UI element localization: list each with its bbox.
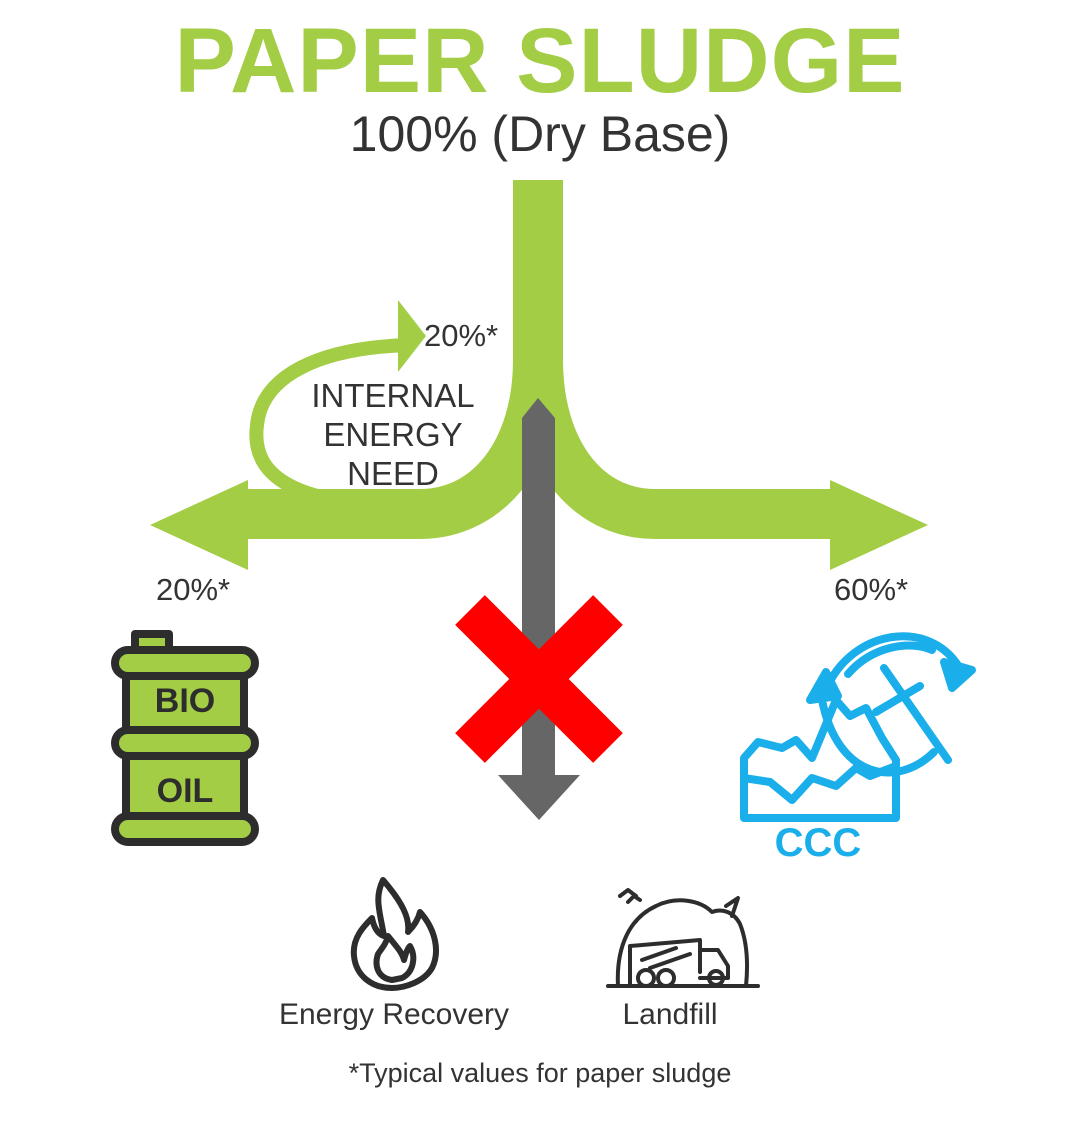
page-subtitle: 100% (Dry Base) (349, 106, 731, 162)
ccc-mining-icon (740, 632, 976, 822)
landfill-truck-icon (606, 888, 760, 988)
cross-icon (455, 595, 623, 763)
ccc-label: CCC (775, 821, 862, 865)
internal-energy-percent: 20%* (424, 318, 499, 353)
right-arrow-head (830, 480, 928, 570)
energy-recovery-label: Energy Recovery (278, 998, 510, 1031)
oil-label: OIL (157, 772, 214, 810)
bio-oil-percent: 20%* (156, 572, 231, 607)
landfill-label: Landfill (622, 998, 718, 1031)
bio-oil-barrel-icon: BIO OIL (111, 630, 259, 846)
footnote: *Typical values for paper sludge (348, 1058, 732, 1088)
ccc-percent: 60%* (834, 572, 909, 607)
flame-icon (350, 877, 439, 991)
page-title: PAPER SLUDGE (174, 10, 906, 112)
left-arrow-head (150, 480, 248, 570)
green-flow-arrows (240, 180, 838, 539)
bio-label: BIO (155, 682, 215, 720)
internal-energy-label: INTERNAL ENERGY NEED (311, 377, 475, 492)
